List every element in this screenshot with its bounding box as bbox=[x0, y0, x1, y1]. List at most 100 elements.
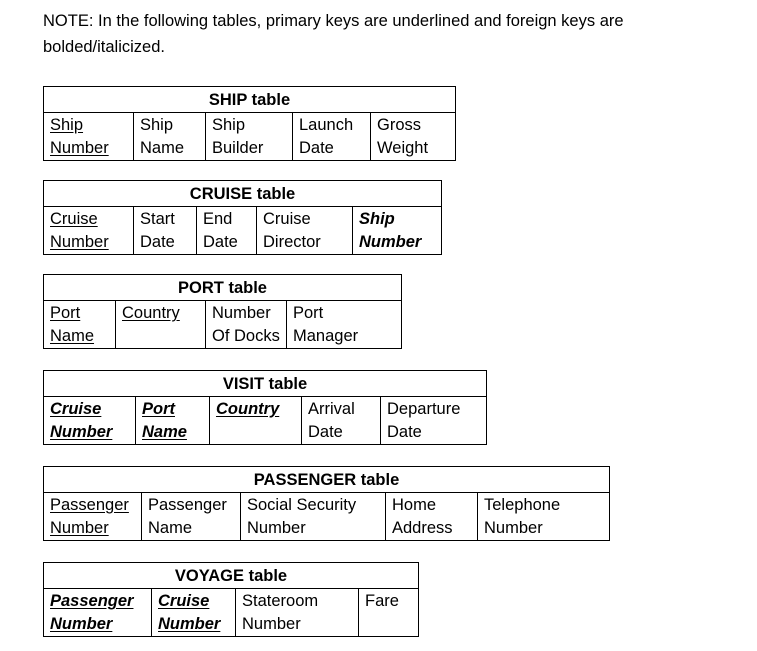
column-label-line: Ship bbox=[140, 116, 174, 134]
column-label-line: Date bbox=[299, 139, 334, 157]
column-label-line: Address bbox=[392, 519, 453, 537]
table-title-row: PASSENGER table bbox=[42, 466, 611, 493]
column-label-line: Name bbox=[148, 519, 193, 537]
column-label-line: Date bbox=[140, 233, 175, 251]
column-label-line: Director bbox=[263, 233, 321, 251]
column-label-line: Cruise bbox=[263, 210, 311, 228]
table-title-visit: VISIT table bbox=[42, 370, 488, 397]
column-label-line: Name bbox=[140, 139, 185, 157]
column-label-line: Home bbox=[392, 496, 437, 514]
column-label-line: Port bbox=[50, 304, 81, 322]
column-label-line: Cruise bbox=[50, 210, 98, 228]
table-title-row: CRUISE table bbox=[43, 180, 442, 207]
column-label-line: Number bbox=[247, 519, 306, 537]
column-label-line: Builder bbox=[212, 139, 264, 157]
column-label-line: Name bbox=[50, 327, 95, 345]
column-label-line: End bbox=[203, 210, 233, 228]
column-label-line: Date bbox=[308, 423, 343, 441]
column-label-line: Number bbox=[158, 615, 221, 633]
table-title-cruise: CRUISE table bbox=[43, 180, 442, 207]
table-title-row: PORT table bbox=[43, 274, 402, 301]
column-label-line: Passenger bbox=[50, 496, 129, 514]
column-label-line: Port bbox=[293, 304, 324, 322]
column-label-line: Passenger bbox=[50, 592, 134, 610]
table-title-ship: SHIP table bbox=[42, 86, 457, 113]
column-label-line: Country bbox=[122, 304, 180, 322]
column-label-line: Number bbox=[50, 615, 113, 633]
column-label-line: Port bbox=[142, 400, 175, 418]
table-title-passenger: PASSENGER table bbox=[42, 466, 611, 493]
column-label-line: Gross bbox=[377, 116, 422, 134]
column-label-line: Ship bbox=[359, 210, 395, 228]
column-label-line: Cruise bbox=[50, 400, 102, 418]
table-title-voyage: VOYAGE table bbox=[43, 562, 419, 589]
column-label-line: Start bbox=[140, 210, 175, 228]
column-label-line: Ship bbox=[212, 116, 246, 134]
note-text: NOTE: In the following tables, primary k… bbox=[43, 12, 624, 56]
column-label-line: Departure bbox=[387, 400, 461, 418]
column-label-line: Of Docks bbox=[212, 327, 280, 345]
column-label-line: Launch bbox=[299, 116, 354, 134]
column-port-number-of-docks: Number Of Docks bbox=[205, 300, 287, 349]
table-title-row: SHIP table bbox=[42, 86, 457, 113]
column-label-line: Cruise bbox=[158, 592, 210, 610]
table-title-row: VISIT table bbox=[42, 370, 488, 397]
table-title-port: PORT table bbox=[43, 274, 402, 301]
column-label-line: Stateroom bbox=[242, 592, 319, 610]
table-title-row: VOYAGE table bbox=[43, 562, 419, 589]
column-label-line: Number bbox=[484, 519, 543, 537]
column-voyage-fare: Fare bbox=[358, 588, 419, 637]
column-label-line: Fare bbox=[365, 592, 399, 610]
column-label-line: Telephone bbox=[484, 496, 561, 514]
column-label-line: Date bbox=[203, 233, 238, 251]
column-port-country: Country bbox=[115, 300, 206, 349]
column-label-line: Country bbox=[216, 400, 280, 418]
column-label-line: Number bbox=[50, 139, 109, 157]
column-label-line: Date bbox=[387, 423, 422, 441]
column-visit-country: Country bbox=[209, 396, 302, 445]
column-label-line: Name bbox=[142, 423, 187, 441]
column-label-line: Number bbox=[212, 304, 271, 322]
column-label-line: Arrival bbox=[308, 400, 355, 418]
column-label-line: Number bbox=[50, 233, 109, 251]
column-label-line: Passenger bbox=[148, 496, 227, 514]
column-label-line: Number bbox=[359, 233, 422, 251]
column-label-line: Ship bbox=[50, 116, 84, 134]
column-label-line: Number bbox=[50, 519, 109, 537]
column-label-line: Social Security bbox=[247, 496, 357, 514]
